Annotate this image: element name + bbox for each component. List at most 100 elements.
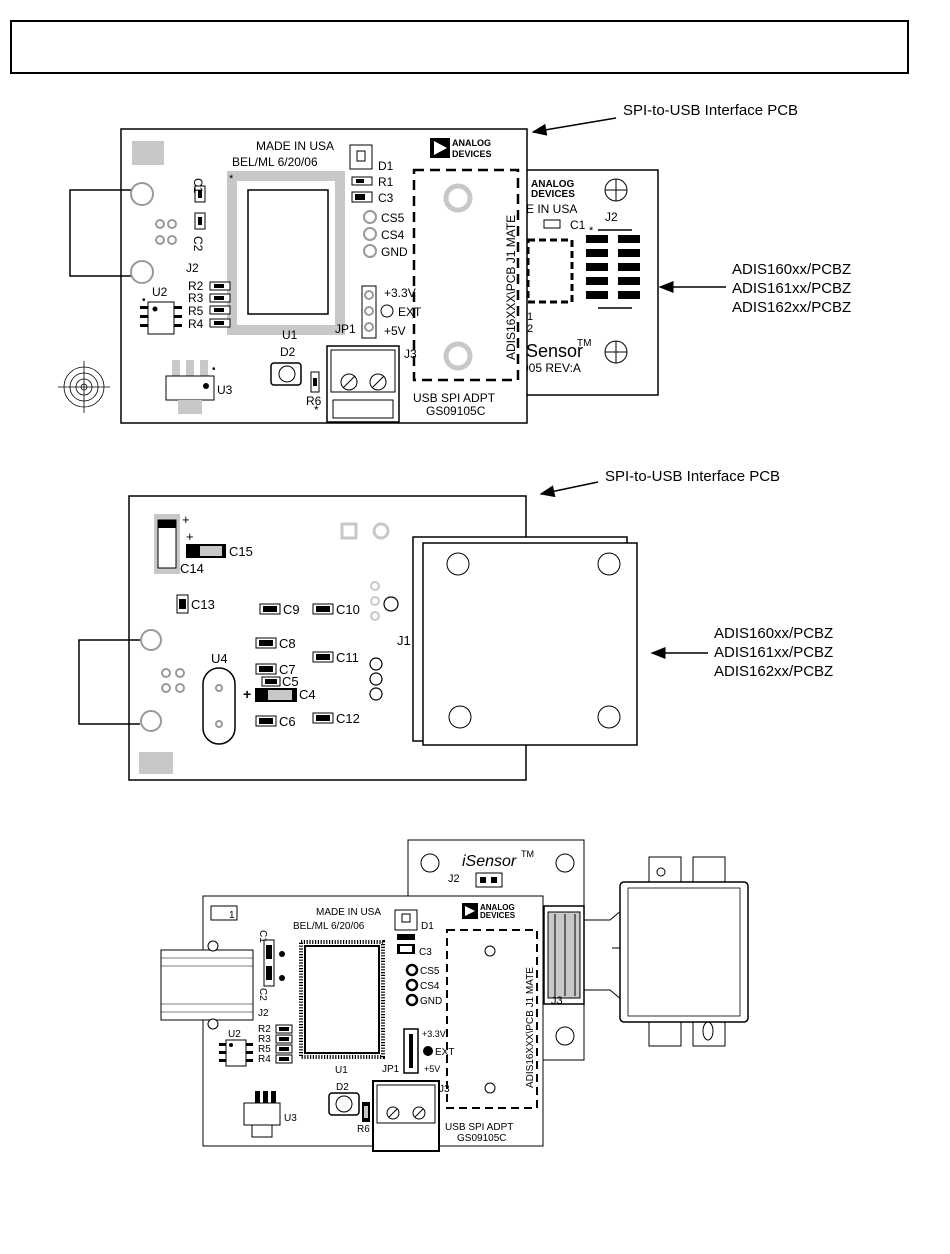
c7-label: C7	[279, 662, 296, 677]
j2-small-label: J2	[258, 1008, 269, 1019]
j2-label: J2	[186, 261, 199, 275]
c14-label: C14	[180, 561, 204, 576]
j3-right-label: J3	[551, 995, 563, 1007]
c1-small-label: C1	[257, 930, 268, 943]
u3-small-label: U3	[284, 1113, 297, 1124]
v33-label: +3.3V	[384, 286, 416, 300]
plus-c15: +	[186, 529, 194, 544]
adapter-label-1a: ADIS160xx/PCBZ	[732, 261, 851, 278]
j1-mate-small-label: ADIS16XXX\PCB J1 MATE	[525, 967, 536, 1088]
adapter-label-2c: ADIS162xx/PCBZ	[714, 663, 833, 680]
analog-devices-logo-small: ANALOG DEVICES	[462, 903, 516, 920]
cs4-small-label: CS4	[420, 981, 440, 992]
d1-small-label: D1	[421, 921, 434, 932]
r4-label: R4	[188, 317, 204, 331]
isensor-label: iSensor	[462, 853, 517, 870]
side-pin1-label: 1	[527, 311, 533, 323]
svg-text:*: *	[229, 173, 234, 185]
j2-top-label: J2	[448, 873, 460, 885]
side-isensor-label: Sensor	[526, 341, 583, 361]
svg-text:DEVICES: DEVICES	[452, 149, 492, 159]
c8-label: C8	[279, 636, 296, 651]
one-label: 1	[229, 910, 235, 921]
c3-label: C3	[378, 191, 394, 205]
side-c1-label: C1	[570, 218, 586, 232]
side-pin2-label: 2	[527, 323, 533, 335]
c5-label: C5	[282, 674, 299, 689]
side-j2-label: J2	[605, 210, 618, 224]
c1-label: C1	[191, 178, 205, 194]
svg-text:*: *	[589, 225, 594, 237]
d1-label: D1	[378, 159, 394, 173]
board-code-small: GS09105C	[457, 1133, 506, 1144]
svg-text:ANALOG: ANALOG	[480, 903, 515, 912]
header-box	[10, 20, 909, 74]
side-j2-header: *	[586, 225, 640, 309]
date-code: BEL/ML 6/20/06	[232, 155, 318, 169]
plus-c14: +	[182, 512, 190, 527]
board-code: GS09105C	[426, 404, 486, 418]
cs5-small-label: CS5	[420, 966, 440, 977]
u4-label: U4	[211, 651, 228, 666]
gnd-label: GND	[381, 245, 408, 259]
d2-small-label: D2	[336, 1082, 349, 1093]
svg-text:•: •	[212, 364, 216, 375]
isensor-tm: TM	[521, 849, 534, 859]
u1-qfp	[299, 940, 385, 1059]
ext-label: EXT	[398, 305, 422, 319]
svg-text:•: •	[142, 295, 146, 306]
usb-board-1: C1 C2 J2 * MADE IN USA BEL/ML 6/20/06 U1…	[58, 128, 528, 424]
u1-small-label: U1	[335, 1065, 348, 1076]
j3-small-label: J3	[439, 1084, 450, 1095]
side-tm-label: TM	[577, 338, 591, 349]
side-made-in: E IN USA	[526, 202, 577, 216]
u3-label: U3	[217, 383, 233, 397]
jp1-small-label: JP1	[382, 1064, 400, 1075]
analog-devices-logo: ANALOG DEVICES	[430, 138, 492, 159]
cs5-label: CS5	[381, 211, 405, 225]
c2-label: C2	[191, 236, 205, 252]
svg-text:*: *	[314, 403, 319, 417]
c15-label: C15	[229, 544, 253, 559]
board-name: USB SPI ADPT	[413, 391, 496, 405]
adapter-label-2a: ADIS160xx/PCBZ	[714, 625, 833, 642]
r3-small-label: R3	[258, 1034, 271, 1045]
side-logo-line2: DEVICES	[531, 189, 575, 200]
figure-3: iSensor TM J2 J3 1	[160, 839, 749, 1152]
r6-label: R6	[306, 394, 322, 408]
date-code-small: BEL/ML 6/20/06	[293, 921, 365, 932]
c11-label: C11	[336, 650, 359, 665]
r3-label: R3	[188, 291, 204, 305]
callout-usb-pcb-2: SPI-to-USB Interface PCB	[605, 468, 780, 485]
plus-c4: +	[243, 686, 251, 702]
callout-usb-pcb-1: SPI-to-USB Interface PCB	[623, 102, 798, 119]
c6-label: C6	[279, 714, 296, 729]
r2-label: R2	[188, 279, 204, 293]
u2-small-label: U2	[228, 1029, 241, 1040]
adapter-label-1b: ADIS161xx/PCBZ	[732, 280, 851, 297]
r5-small-label: R5	[258, 1044, 271, 1055]
fiducial-target	[58, 361, 110, 413]
svg-text:ANALOG: ANALOG	[452, 138, 491, 148]
side-rev-label: 005 REV:A	[522, 361, 581, 375]
d2-label: D2	[280, 345, 296, 359]
c3-small-label: C3	[419, 947, 432, 958]
u2-label: U2	[152, 285, 168, 299]
v5-small-label: +5V	[424, 1064, 440, 1074]
svg-text:DEVICES: DEVICES	[480, 911, 516, 920]
c9-label: C9	[283, 602, 300, 617]
adapter-label-2b: ADIS161xx/PCBZ	[714, 644, 833, 661]
board-name-small: USB SPI ADPT	[445, 1122, 513, 1133]
u1-label: U1	[282, 328, 298, 342]
v5-label: +5V	[384, 324, 406, 338]
j1-label: J1	[397, 633, 411, 648]
r2-small-label: R2	[258, 1024, 271, 1035]
jp1-label: JP1	[335, 322, 356, 336]
gnd-small-label: GND	[420, 996, 442, 1007]
r5-label: R5	[188, 304, 204, 318]
sensor-module	[612, 856, 749, 1047]
c2-small-label: C2	[257, 988, 268, 1001]
v33-small-label: +3.3V	[422, 1029, 446, 1039]
adapter-label-1c: ADIS162xx/PCBZ	[732, 299, 851, 316]
